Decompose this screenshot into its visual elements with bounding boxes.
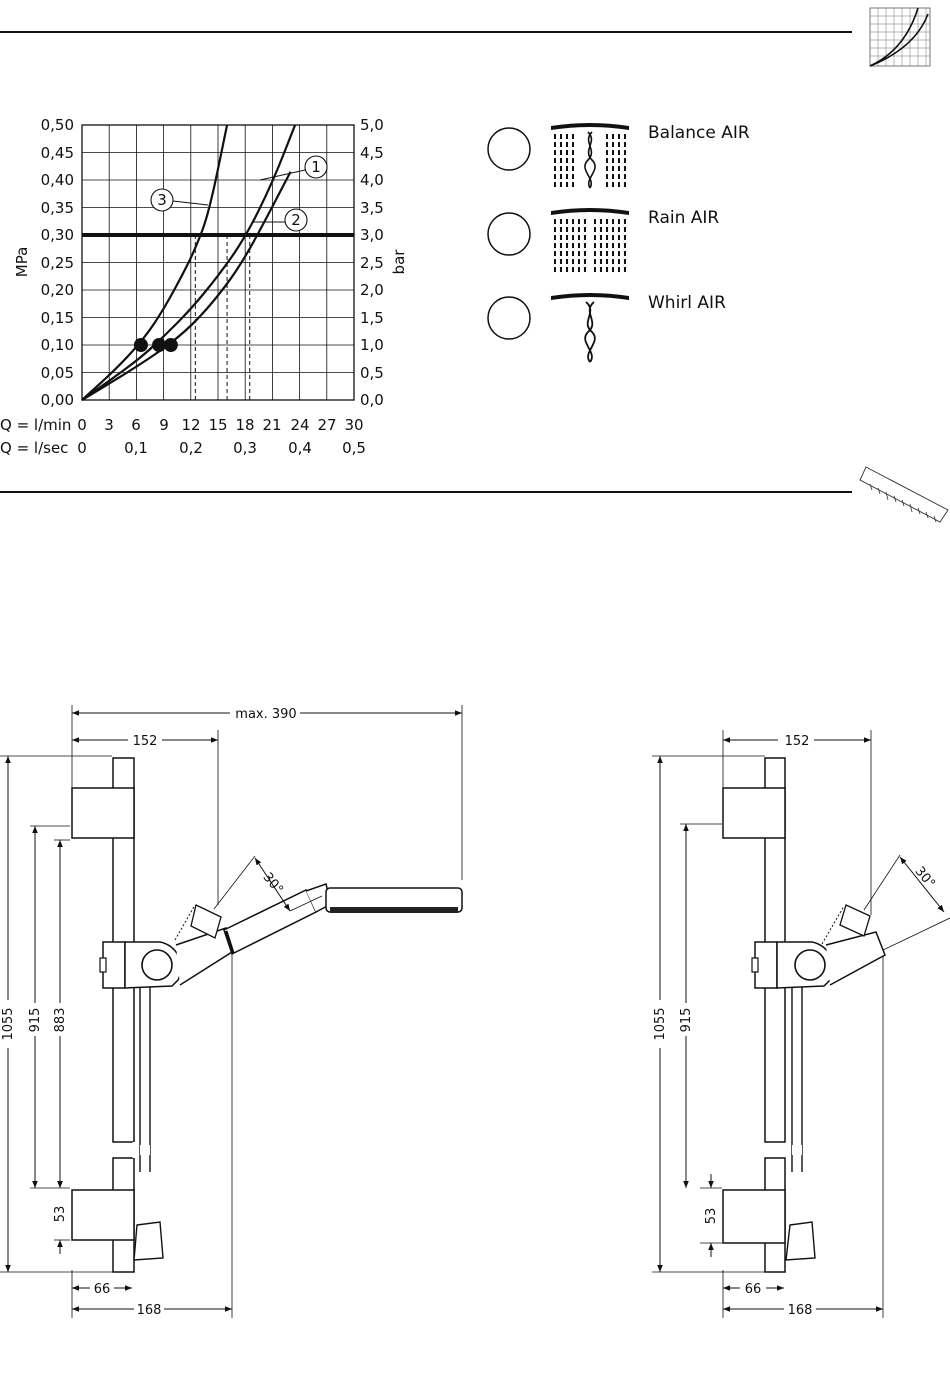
dim-width-bottom: 168 xyxy=(137,1303,162,1318)
dim-max-reach: max. 390 xyxy=(235,707,296,722)
dim-bottom-gap: 53 xyxy=(53,1206,68,1223)
x-row2-tick-labels: 0 0,1 0,2 0,3 0,4 0,5 xyxy=(77,439,366,457)
x-row2-tick: 0,2 xyxy=(179,439,203,457)
dim-depth: 66 xyxy=(745,1282,762,1297)
y-left-tick: 0,25 xyxy=(41,254,74,272)
x-row1-tick-labels: 0 3 6 9 12 15 18 21 24 27 30 xyxy=(77,416,363,434)
spray-mode-legend: Balance AIR Rain AIR Whirl AIR xyxy=(488,123,750,362)
balance-air-spray-icon xyxy=(551,123,629,188)
dim-bottom-gap: 53 xyxy=(704,1208,719,1225)
y-left-tick: 0,20 xyxy=(41,281,74,299)
y-right-tick: 2,5 xyxy=(360,254,384,272)
series-line-2 xyxy=(82,172,291,400)
y-right-tick: 1,5 xyxy=(360,309,384,327)
x-row1-tick: 30 xyxy=(344,416,363,434)
callout-1: 1 xyxy=(260,156,327,180)
y-left-tick: 0,35 xyxy=(41,199,74,217)
x-axis-row2-title: Q = l/sec xyxy=(0,439,68,457)
y-left-axis-title: MPa xyxy=(13,247,31,278)
legend-swatch-rain xyxy=(488,213,530,255)
chart-markers xyxy=(134,338,178,352)
dim-height-inner: 883 xyxy=(53,1008,68,1033)
y-right-tick: 4,0 xyxy=(360,171,384,189)
y-left-tick: 0,00 xyxy=(41,391,74,409)
callout-1-label: 1 xyxy=(311,158,321,176)
x-row1-tick: 3 xyxy=(104,416,114,434)
x-row1-tick: 27 xyxy=(317,416,336,434)
y-right-axis-title: bar xyxy=(390,249,408,275)
y-right-tick: 5,0 xyxy=(360,116,384,134)
y-right-tick: 0,5 xyxy=(360,364,384,382)
y-left-tick: 0,50 xyxy=(41,116,74,134)
x-row2-tick: 0 xyxy=(77,439,87,457)
legend-swatch-whirl xyxy=(488,297,530,339)
x-row2-tick: 0,1 xyxy=(124,439,148,457)
shower-set-drawing-right: 152 1055 915 53 66 168 30° xyxy=(652,730,950,1318)
dim-height-mid: 915 xyxy=(28,1008,43,1033)
dim-height-mid: 915 xyxy=(679,1008,694,1033)
x-row1-tick: 24 xyxy=(290,416,309,434)
y-right-tick: 1,0 xyxy=(360,336,384,354)
dim-height-total: 1055 xyxy=(1,1007,16,1040)
flow-pressure-chart: 0,50 0,45 0,40 0,35 0,30 0,25 0,20 0,15 … xyxy=(0,116,408,457)
x-row1-tick: 9 xyxy=(159,416,169,434)
x-row2-tick: 0,5 xyxy=(342,439,366,457)
shower-set-drawing-left: max. 390 152 1055 915 883 53 66 168 30° xyxy=(0,705,462,1318)
rain-air-spray-icon xyxy=(551,208,629,274)
y-left-tick: 0,10 xyxy=(41,336,74,354)
dim-angle: 30° xyxy=(912,864,938,891)
series-marker-3 xyxy=(134,338,148,352)
y-right-tick-labels: 5,0 4,5 4,0 3,5 3,0 2,5 2,0 1,5 1,0 0,5 … xyxy=(360,116,384,409)
dim-width-top: 152 xyxy=(133,734,158,749)
callout-2-label: 2 xyxy=(291,211,301,229)
x-row1-tick: 0 xyxy=(77,416,87,434)
y-right-tick: 0,0 xyxy=(360,391,384,409)
legend-label-rain: Rain AIR xyxy=(648,208,719,228)
legend-label-balance: Balance AIR xyxy=(648,123,750,143)
y-right-tick: 3,0 xyxy=(360,226,384,244)
callout-3-label: 3 xyxy=(157,191,167,209)
x-axis-row1-title: Q = l/min xyxy=(0,416,71,434)
x-row1-tick: 18 xyxy=(235,416,254,434)
y-right-tick: 3,5 xyxy=(360,199,384,217)
x-row2-tick: 0,4 xyxy=(288,439,312,457)
y-left-tick: 0,45 xyxy=(41,144,74,162)
dim-width-top: 152 xyxy=(785,734,810,749)
x-row2-tick: 0,3 xyxy=(233,439,257,457)
dim-depth: 66 xyxy=(94,1282,111,1297)
dim-angle: 30° xyxy=(260,870,286,897)
legend-label-whirl: Whirl AIR xyxy=(648,293,726,313)
ruler-dimension-icon xyxy=(860,467,948,522)
dim-height-total: 1055 xyxy=(653,1007,668,1040)
legend-swatch-balance xyxy=(488,128,530,170)
y-left-tick: 0,05 xyxy=(41,364,74,382)
y-right-tick: 2,0 xyxy=(360,281,384,299)
whirl-air-spray-icon xyxy=(551,293,629,362)
y-right-tick: 4,5 xyxy=(360,144,384,162)
series-marker-2 xyxy=(164,338,178,352)
x-row1-tick: 12 xyxy=(181,416,200,434)
flow-chart-thumbnail-icon xyxy=(870,8,930,66)
dim-width-bottom: 168 xyxy=(788,1303,813,1318)
y-left-tick: 0,40 xyxy=(41,171,74,189)
x-row1-tick: 15 xyxy=(208,416,227,434)
x-row1-tick: 6 xyxy=(131,416,141,434)
y-left-tick: 0,30 xyxy=(41,226,74,244)
x-row1-tick: 21 xyxy=(262,416,281,434)
y-left-tick: 0,15 xyxy=(41,309,74,327)
y-left-tick-labels: 0,50 0,45 0,40 0,35 0,30 0,25 0,20 0,15 … xyxy=(41,116,74,409)
